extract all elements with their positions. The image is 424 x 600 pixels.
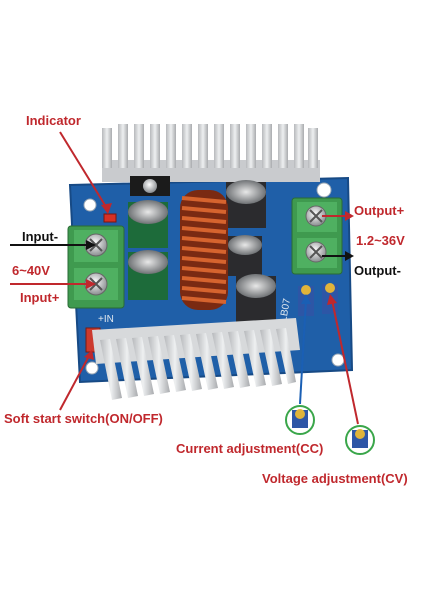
voltage-trimmer-closeup	[345, 425, 375, 455]
output-terminal-block	[291, 197, 343, 275]
voltage-adjust-label: Voltage adjustment(CV)	[262, 471, 408, 486]
indicator-led	[103, 213, 117, 223]
toroid-inductor	[180, 190, 228, 310]
current-trimmer-closeup	[285, 405, 315, 435]
output-minus-label: Output-	[354, 263, 401, 278]
annotation-arrows	[10, 131, 359, 425]
capacitors	[128, 180, 276, 324]
input-terminal-block	[67, 225, 125, 309]
board-chip-label: LB07	[278, 297, 293, 322]
soft-start-label: Soft start switch(ON/OFF)	[4, 411, 163, 426]
indicator-label: Indicator	[26, 113, 81, 128]
bottom-heatsink	[92, 318, 300, 400]
top-heatsink	[102, 124, 320, 196]
current-adjust-label: Current adjustment(CC)	[176, 441, 324, 456]
board-in-label: +IN	[98, 314, 114, 325]
input-range-label: 6~40V	[12, 263, 50, 278]
input-minus-label: Input-	[22, 229, 59, 244]
output-range-label: 1.2~36V	[356, 233, 405, 248]
input-plus-label: Input+	[20, 290, 60, 305]
output-plus-label: Output+	[354, 203, 405, 218]
